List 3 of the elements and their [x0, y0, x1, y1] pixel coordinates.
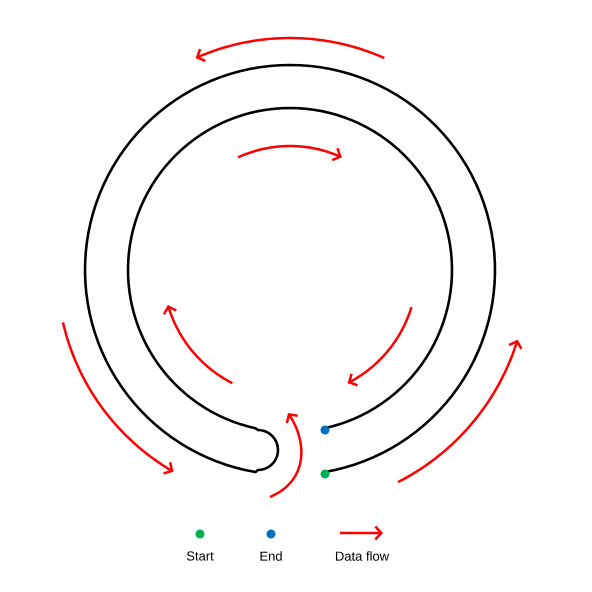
legend-label: End	[260, 551, 282, 561]
legend-label: Start	[186, 551, 214, 561]
legend-label: Data flow	[336, 551, 390, 561]
